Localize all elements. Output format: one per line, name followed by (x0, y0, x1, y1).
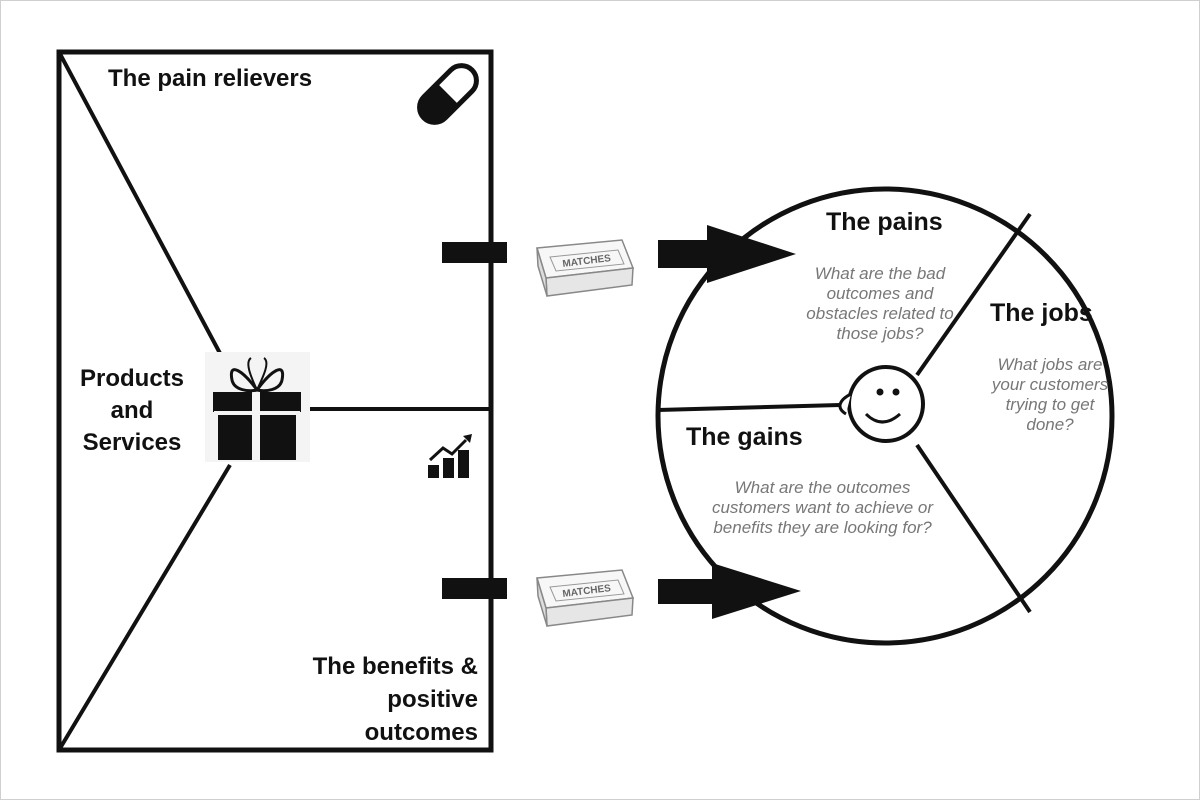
pain-relievers-label: The pain relievers (108, 65, 313, 92)
jobs-question: What jobs are your customers trying to g… (975, 355, 1125, 435)
divider-pains-jobs (915, 212, 1032, 377)
growth-chart-icon (428, 434, 472, 478)
pains-question-line: What are the bad (814, 264, 946, 283)
divider-jobs-gains (915, 443, 1032, 614)
products-services-label: Products and Services (72, 363, 192, 459)
gift-icon (205, 352, 310, 462)
jobs-title: The jobs (990, 299, 1093, 327)
value-map-diagonal-top (57, 51, 232, 373)
gains-question-line: What are the outcomes (734, 478, 911, 497)
value-map-diagonal-bottom (57, 463, 232, 752)
gains-question: What are the outcomes customers want to … (700, 478, 945, 538)
value-map-border (56, 49, 494, 753)
gain-creators-line: The benefits & (312, 653, 478, 680)
gains-question-line: benefits they are looking for? (713, 518, 932, 537)
divider-pains-gains (657, 403, 841, 412)
connector-stub-bottom (442, 578, 507, 599)
smiley-face-icon (838, 365, 925, 443)
products-services-line: Products (79, 365, 184, 392)
gains-question-line: customers want to achieve or (711, 498, 934, 517)
customer-profile (655, 186, 1115, 646)
connector-stub-top (442, 242, 507, 263)
value-map (56, 49, 494, 753)
pains-question-line: those jobs? (836, 324, 924, 343)
jobs-question-line: trying to get (1005, 395, 1095, 414)
pill-icon (417, 63, 479, 125)
jobs-question-line: What jobs are (997, 355, 1103, 374)
pains-question: What are the bad outcomes and obstacles … (780, 264, 980, 344)
jobs-question-line: your customers (991, 375, 1109, 394)
gain-creators-label: The benefits & positive outcomes (280, 650, 478, 749)
pains-title: The pains (826, 208, 943, 236)
products-services-line: and (110, 397, 154, 424)
gains-title: The gains (686, 423, 803, 451)
products-services-line: Services (82, 429, 182, 456)
arrow-to-gains (658, 563, 801, 619)
gain-creators-line: outcomes (364, 719, 478, 746)
pains-question-line: obstacles related to (806, 304, 954, 323)
connector-bottom (442, 563, 801, 619)
customer-profile-circle (655, 186, 1115, 646)
jobs-question-line: done? (1026, 415, 1074, 434)
matchbox-icon: MATCHES (536, 569, 635, 627)
gain-creators-line: positive (387, 686, 478, 713)
matchbox-icon: MATCHES (536, 239, 635, 297)
pains-question-line: outcomes and (826, 284, 934, 303)
